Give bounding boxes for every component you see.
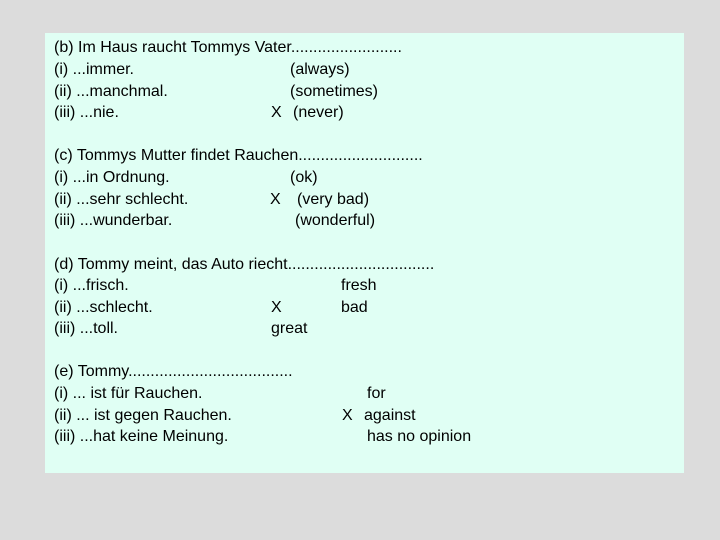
- question-e-option-i: (i) ... ist für Rauchen.: [54, 385, 203, 402]
- question-b-option-i-translation: (always): [290, 61, 350, 78]
- question-b-option-iii: (iii) ...nie.: [54, 104, 119, 121]
- question-e-option-i-translation: for: [367, 385, 386, 402]
- question-d-prompt: (d) Tommy meint, das Auto riecht........…: [54, 256, 435, 273]
- question-d-option-ii: (ii) ...schlecht.: [54, 299, 153, 316]
- question-e-option-ii-translation: against: [364, 407, 416, 424]
- question-b-option-iii-translation: (never): [293, 104, 344, 121]
- question-c-option-ii: (ii) ...sehr schlecht.: [54, 191, 189, 208]
- question-c-option-i-translation: (ok): [290, 169, 318, 186]
- question-c-option-ii-translation: (very bad): [297, 191, 370, 208]
- question-c-option-ii-mark: X: [270, 191, 281, 208]
- question-e-option-iii: (iii) ...hat keine Meinung.: [54, 428, 229, 445]
- question-d-option-i: (i) ...frisch.: [54, 277, 129, 294]
- question-c-option-i: (i) ...in Ordnung.: [54, 169, 170, 186]
- content-box: [45, 33, 684, 473]
- question-c-option-iii-translation: (wonderful): [295, 212, 376, 229]
- question-b-option-ii-translation: (sometimes): [290, 83, 379, 100]
- question-e-prompt: (e) Tommy...............................…: [54, 363, 293, 380]
- question-b-option-iii-mark: X: [271, 104, 282, 121]
- question-b-option-ii: (ii) ...manchmal.: [54, 83, 168, 100]
- question-b-prompt: (b) Im Haus raucht Tommys Vater.........…: [54, 39, 402, 56]
- question-c-option-iii: (iii) ...wunderbar.: [54, 212, 173, 229]
- question-c-prompt: (c) Tommys Mutter findet Rauchen........…: [54, 147, 423, 164]
- question-b-option-i: (i) ...immer.: [54, 61, 134, 78]
- question-d-option-iii: (iii) ...toll.: [54, 320, 118, 337]
- question-d-option-i-translation: fresh: [341, 277, 377, 294]
- question-d-option-iii-translation: great: [271, 320, 308, 337]
- question-e-option-iii-translation: has no opinion: [367, 428, 472, 445]
- question-e-option-ii: (ii) ... ist gegen Rauchen.: [54, 407, 232, 424]
- question-e-option-ii-mark: X: [342, 407, 353, 424]
- question-d-option-ii-mark: X: [271, 299, 282, 316]
- question-d-option-ii-translation: bad: [341, 299, 368, 316]
